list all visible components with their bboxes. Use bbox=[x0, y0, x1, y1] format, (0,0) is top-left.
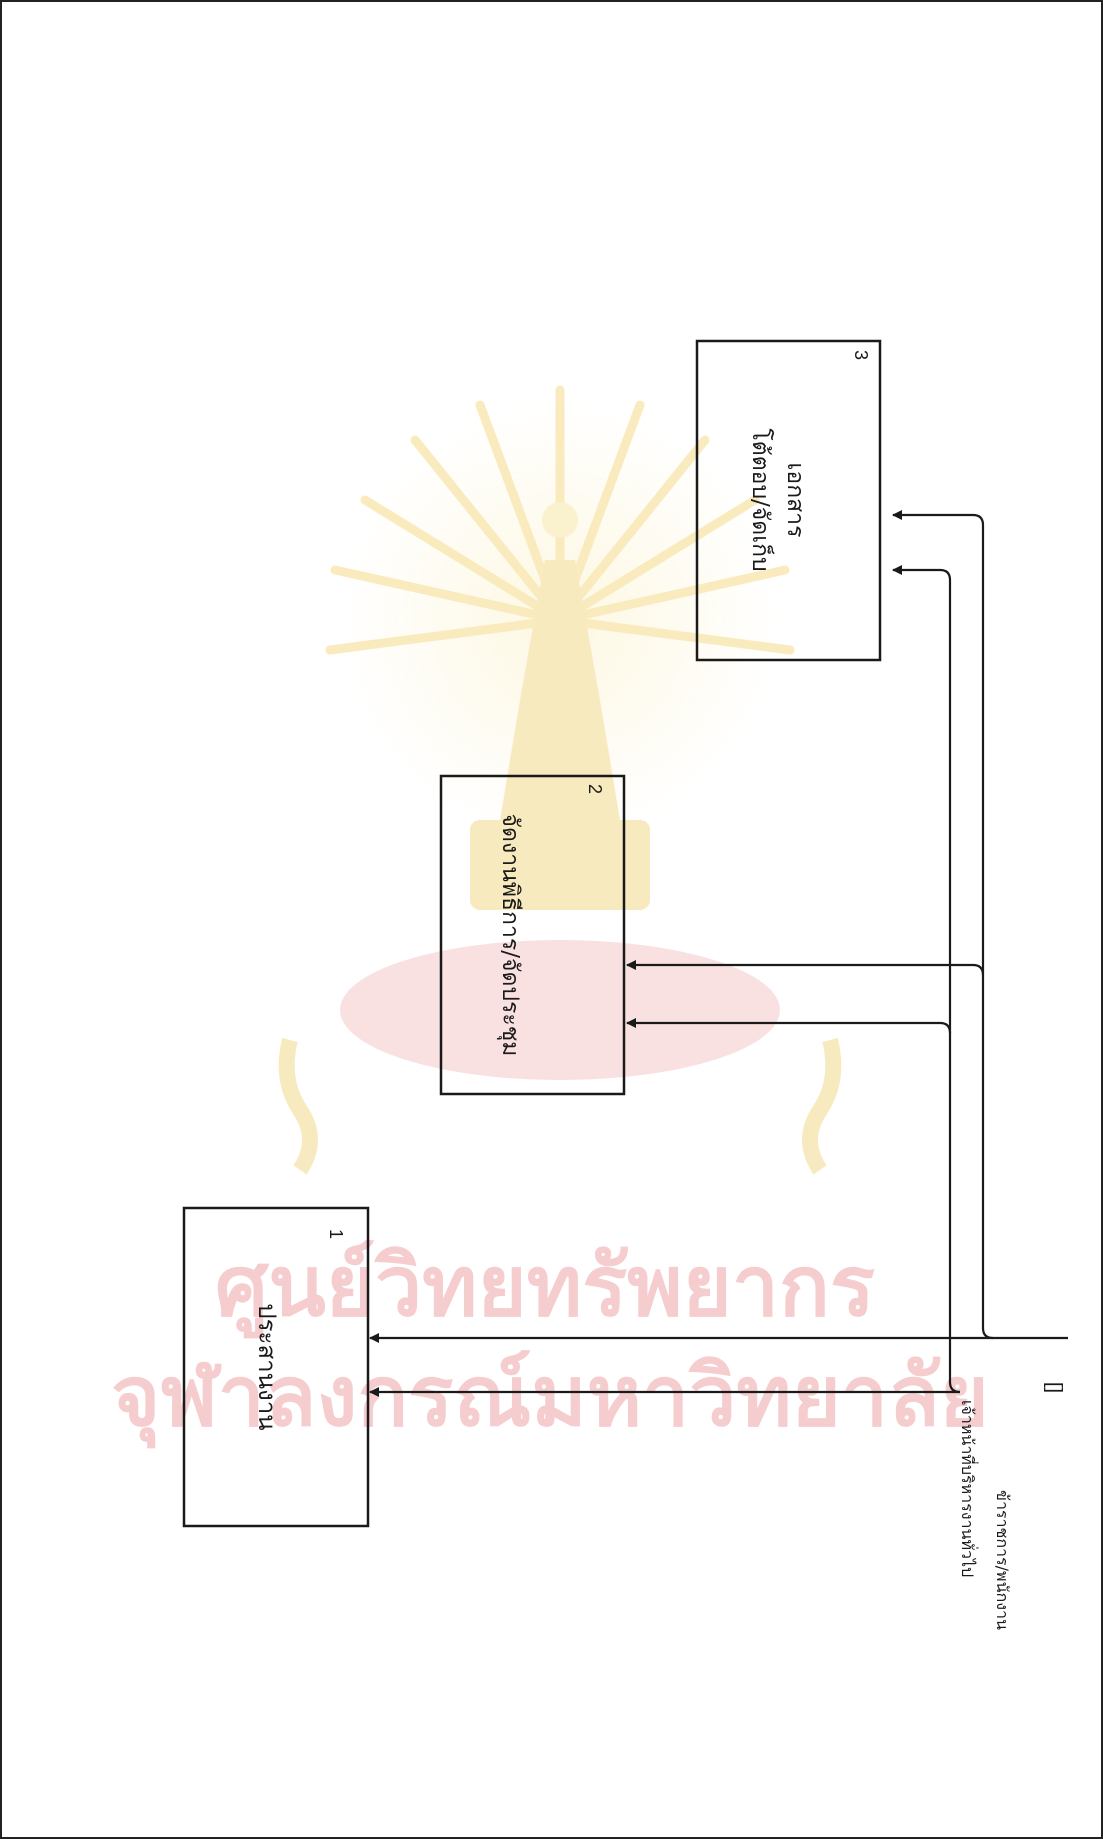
process-3-number: 3 bbox=[851, 350, 871, 360]
watermark-line2: จุฬาลงกรณ์มหาวิทยาลัย bbox=[111, 1347, 989, 1449]
watermark-line1: ศูนย์วิทยทรัพยากร bbox=[215, 1237, 875, 1339]
connector-to-process-2-b bbox=[626, 1018, 952, 1034]
process-3-label-line1: โต้ตอบ/จัดเก็บ bbox=[747, 428, 776, 571]
process-1-number: 1 bbox=[326, 1229, 346, 1239]
process-1-label: ประสานงาน bbox=[253, 1303, 281, 1430]
process-3-label-line2: เอกสาร bbox=[782, 463, 808, 538]
process-2-box bbox=[439, 774, 626, 1096]
connector-to-process-2-a bbox=[626, 960, 985, 976]
process-3-box bbox=[695, 339, 882, 662]
watermark-emblem bbox=[278, 385, 842, 1175]
process-1-box bbox=[182, 1206, 370, 1528]
connector-to-process-3-a bbox=[892, 510, 994, 1340]
process-1: 1 ประสานงาน bbox=[182, 1206, 370, 1528]
connectors bbox=[369, 510, 1068, 1397]
process-3: 3 โต้ตอบ/จัดเก็บ เอกสาร bbox=[695, 339, 882, 662]
connector-to-process-3-b bbox=[892, 565, 961, 1394]
process-2-number: 2 bbox=[585, 784, 605, 794]
terminal-symbol: [] bbox=[1043, 1382, 1065, 1393]
process-2: 2 จัดงานพิธีการ/จัดประชุม bbox=[439, 774, 626, 1096]
actor-general-admin-staff: เจ้าหน้าที่บริหารงานทั่วไป bbox=[958, 1400, 979, 1577]
actor-employees: ข้าราชการ/พนักงาน bbox=[993, 1490, 1012, 1630]
process-2-label: จัดงานพิธีการ/จัดประชุม bbox=[497, 814, 523, 1057]
